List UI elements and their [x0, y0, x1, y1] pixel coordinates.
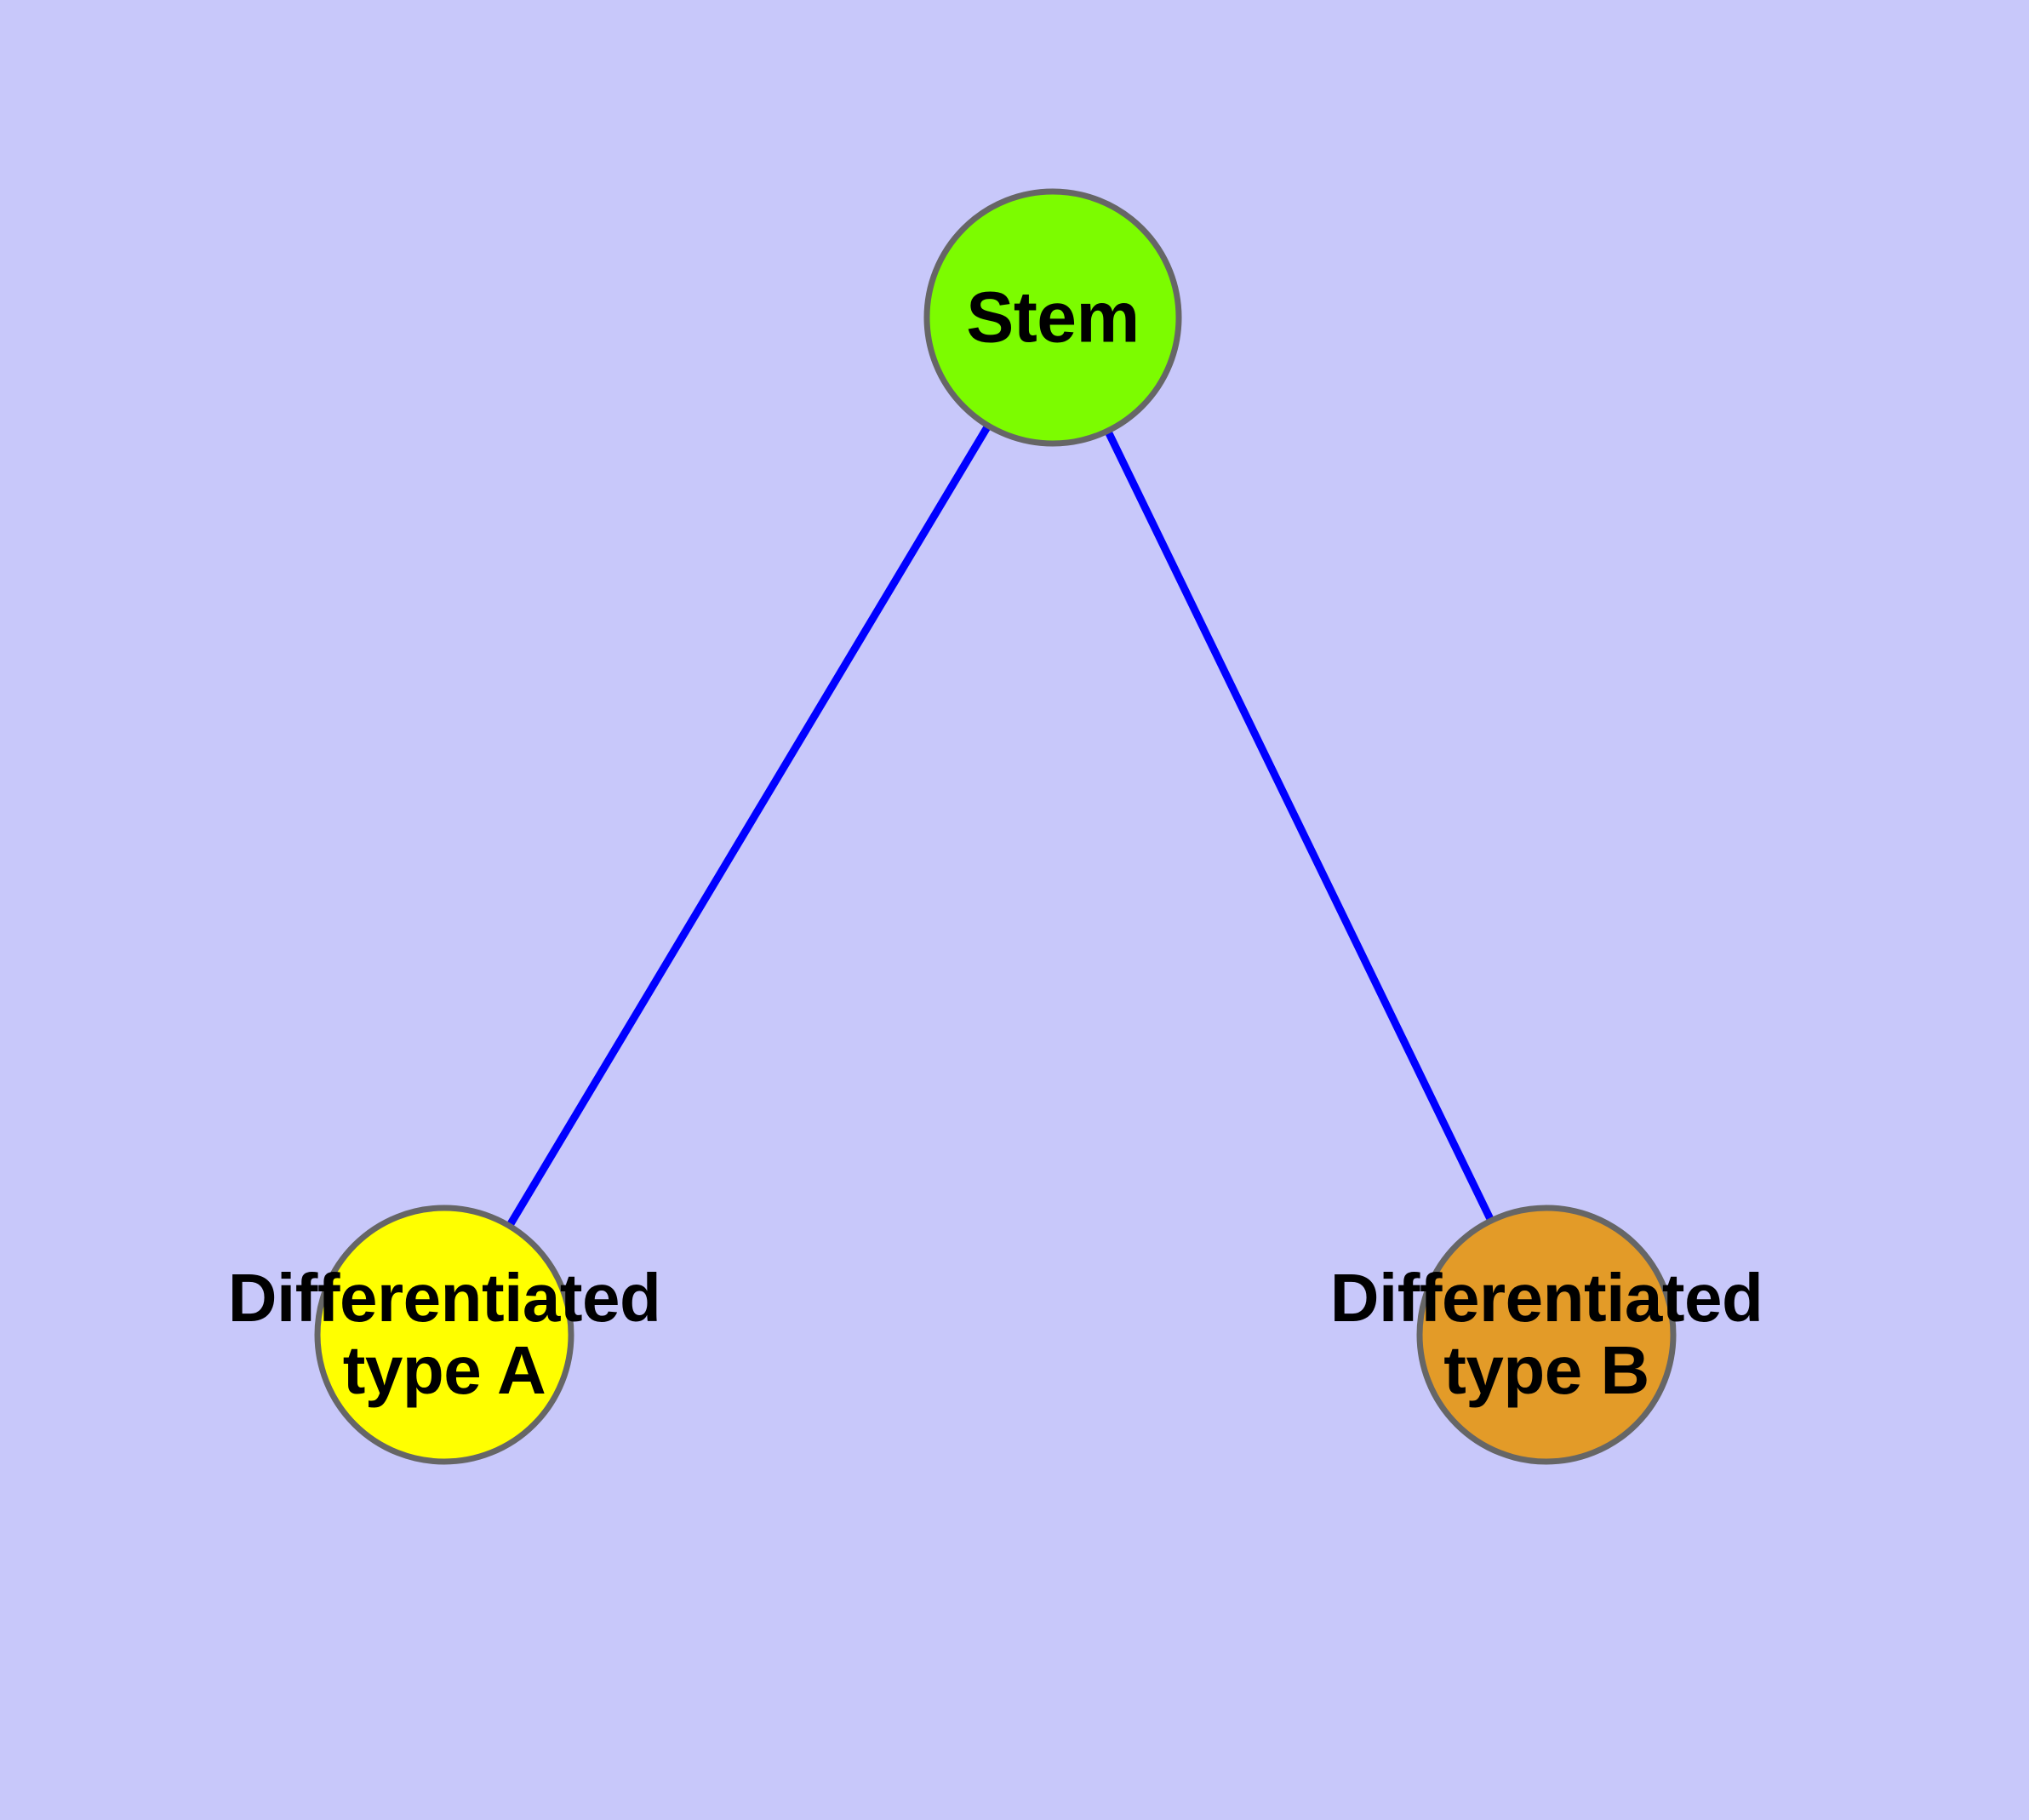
- edge-layer: [504, 421, 1496, 1231]
- graph-edge[interactable]: [1102, 426, 1496, 1226]
- graph-node-differentiated-type-a[interactable]: [314, 1205, 574, 1465]
- graph-node-stem[interactable]: [923, 188, 1182, 447]
- node-layer: [314, 188, 1677, 1465]
- graph-edge[interactable]: [504, 421, 993, 1231]
- graph-node-differentiated-type-b[interactable]: [1416, 1205, 1677, 1465]
